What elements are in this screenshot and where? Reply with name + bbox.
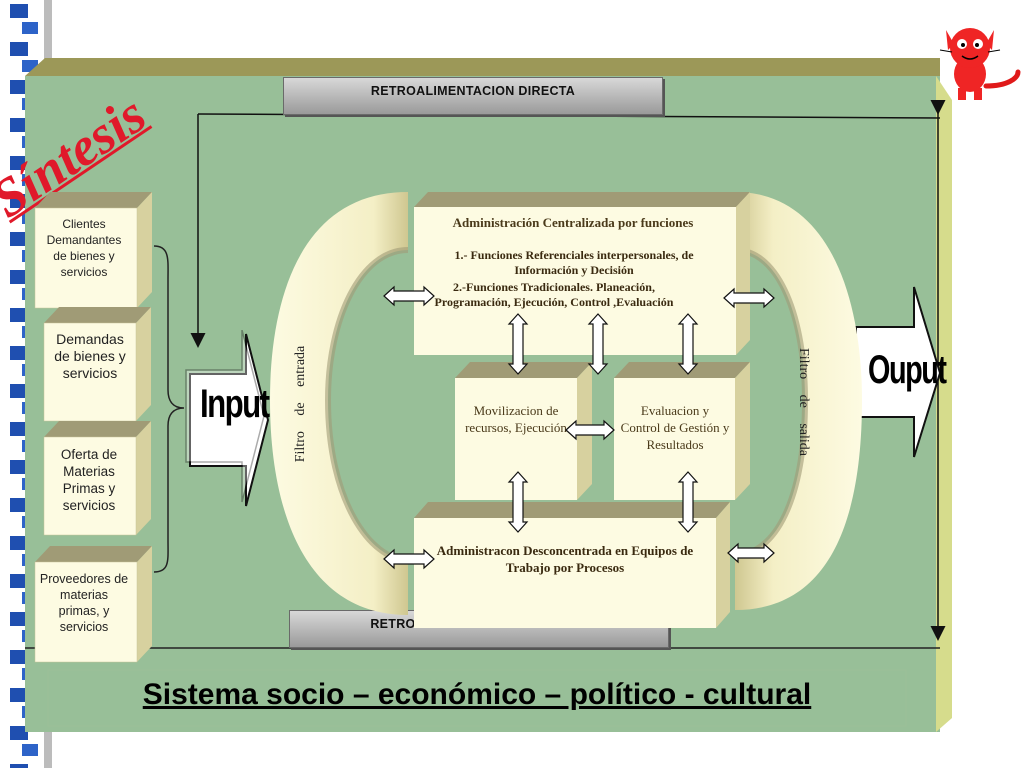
direct-feedback-bar: RETROALIMENTACION DIRECTA	[283, 77, 663, 115]
demand-box-text: Demandas de bienes y servicios	[54, 331, 126, 381]
offer-box-text: Oferta de Materias Primas y servicios	[60, 447, 118, 513]
cat-mascot-icon	[939, 28, 1021, 100]
input-arrow-shape	[185, 330, 270, 507]
evaluation-text: Evaluacion y Control de Gestión y Result…	[620, 403, 730, 452]
central-admin-line2: 2.-Funciones Tradicionales. Planeación, …	[434, 280, 674, 309]
output-arrow-label: Ouput	[868, 348, 947, 392]
input-brace	[153, 245, 185, 573]
central-admin-line1: 1.- Funciones Referenciales interpersona…	[454, 248, 694, 277]
decentralized-text: Administracon Desconcentrada en Equipos …	[436, 543, 694, 575]
direct-feedback-label: RETROALIMENTACION DIRECTA	[370, 84, 576, 98]
suppliers-box-text: Proveedores de materias primas, y servic…	[39, 572, 129, 634]
clients-box-text: Clientes Demandantes de bienes y servici…	[46, 217, 122, 279]
mobilization-text: Movilizacion de recursos, Ejecución	[465, 403, 567, 435]
system-label: Sistema socio – económico – político - c…	[142, 678, 812, 711]
input-arrow-label: Input	[200, 382, 270, 426]
output-arrow-shape	[855, 286, 942, 458]
central-admin-title: Administración Centralizada por funcione…	[452, 215, 694, 230]
